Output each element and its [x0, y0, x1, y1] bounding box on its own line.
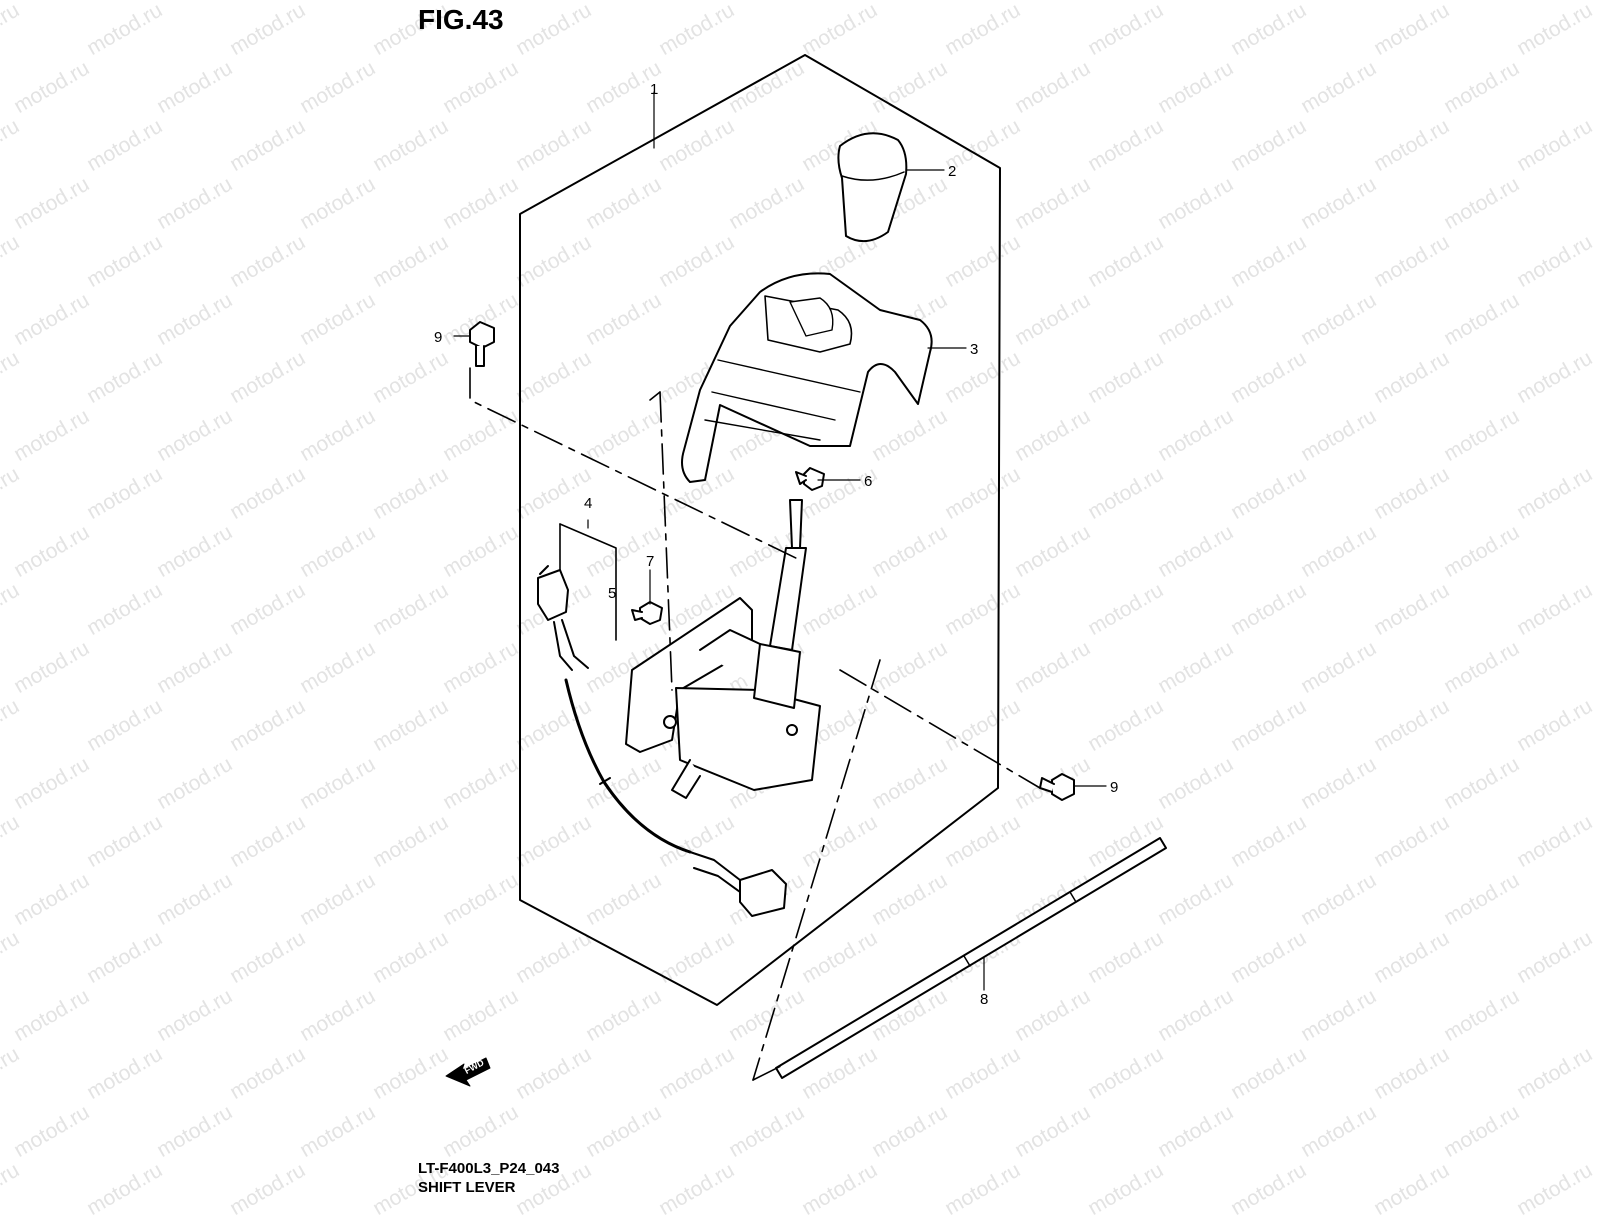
- callout-3: 3: [970, 341, 978, 358]
- knob-part: [837, 132, 908, 243]
- callout-5: 5: [608, 585, 616, 602]
- callout-8: 8: [980, 991, 988, 1008]
- callout-7: 7: [646, 553, 654, 570]
- callout-4: 4: [584, 495, 592, 512]
- figure-name: SHIFT LEVER: [418, 1179, 516, 1196]
- bolt-9-upper-part: [469, 321, 495, 367]
- callout-9-lower: 9: [1110, 779, 1118, 796]
- switch-part: [537, 565, 589, 671]
- figure-title: FIG.43: [418, 4, 504, 35]
- shift-rod-part: [775, 837, 1167, 1079]
- callout-1: 1: [650, 81, 658, 98]
- bolt-7-part: [631, 601, 663, 625]
- callout-9-upper: 9: [434, 329, 442, 346]
- assembly-outline: [519, 54, 1001, 1006]
- lever-rod-part: [753, 499, 807, 709]
- bolt-9-lower-part: [1039, 773, 1075, 801]
- callout-6: 6: [864, 473, 872, 490]
- figure-code: LT-F400L3_P24_043: [418, 1160, 560, 1177]
- fwd-arrow: [445, 1057, 491, 1087]
- bolt-6-part: [795, 467, 825, 491]
- lever-bracket-part: [625, 597, 821, 799]
- connector-part: [689, 851, 787, 917]
- shift-cover-part: [681, 272, 933, 483]
- callout-2: 2: [948, 163, 956, 180]
